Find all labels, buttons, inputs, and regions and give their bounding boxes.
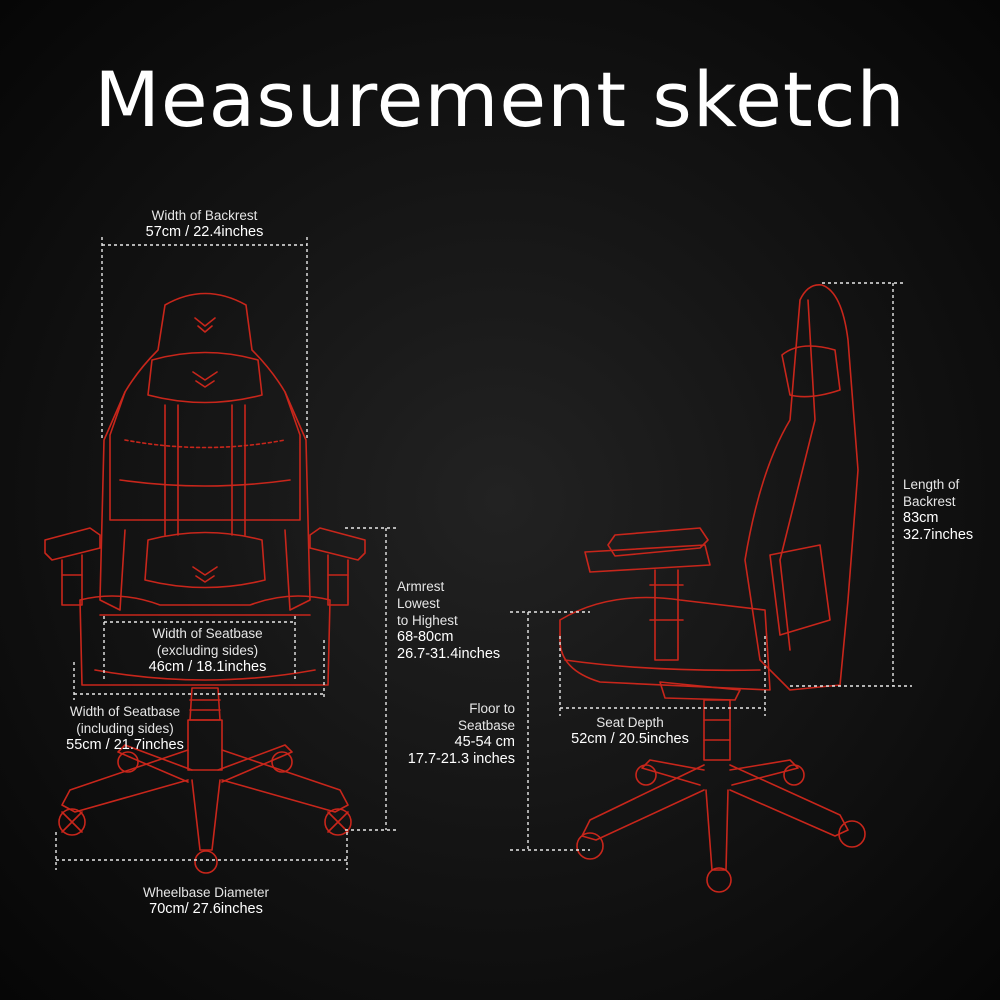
seatbase-incl-title: Width of Seatbase: [69, 704, 181, 719]
armrest-title-2: Lowest: [397, 596, 440, 611]
armrest-value-1: 68-80cm: [397, 629, 454, 645]
armrest-title-3: to Highest: [397, 613, 458, 628]
dimension-lines: [55, 237, 912, 870]
backrest-length-value-1: 83cm: [903, 510, 939, 526]
floor-seat-label: Floor to Seatbase 45-54 cm 17.7-21.3 inc…: [380, 700, 515, 768]
backrest-width-value: 57cm / 22.4inches: [145, 224, 264, 240]
floor-seat-value-2: 17.7-21.3 inches: [407, 751, 515, 767]
floor-seat-value-1: 45-54 cm: [454, 734, 515, 750]
backrest-length-title-1: Length of: [903, 477, 960, 492]
backrest-width-label: Width of Backrest 57cm / 22.4inches: [102, 207, 307, 241]
seatbase-incl-label: Width of Seatbase (including sides) 55cm…: [30, 703, 220, 754]
chair-side-view: [559, 283, 866, 893]
backrest-width-title: Width of Backrest: [151, 208, 258, 223]
backrest-length-value-2: 32.7inches: [903, 527, 974, 543]
page-title: Measurement sketch: [94, 55, 906, 144]
seat-depth-label: Seat Depth 52cm / 20.5inches: [550, 714, 710, 748]
wheelbase-label: Wheelbase Diameter 70cm/ 27.6inches: [106, 884, 306, 918]
seat-depth-value: 52cm / 20.5inches: [571, 731, 689, 747]
backrest-length-title-2: Backrest: [903, 494, 956, 509]
armrest-title-1: Armrest: [397, 579, 445, 594]
seat-depth-title: Seat Depth: [596, 715, 664, 730]
seatbase-excl-subtitle: (excluding sides): [156, 643, 259, 658]
backrest-length-label: Length of Backrest 83cm 32.7inches: [903, 476, 998, 544]
seatbase-excl-value: 46cm / 18.1inches: [148, 659, 267, 675]
seatbase-incl-value: 55cm / 21.7inches: [66, 737, 184, 753]
wheelbase-value: 70cm/ 27.6inches: [149, 901, 263, 917]
armrest-label: Armrest Lowest to Highest 68-80cm 26.7-3…: [397, 578, 537, 663]
seatbase-incl-subtitle: (including sides): [76, 721, 174, 736]
floor-seat-title-2: Seatbase: [457, 718, 515, 733]
chair-front-view: [44, 292, 366, 874]
armrest-value-2: 26.7-31.4inches: [397, 646, 501, 662]
seatbase-excl-title: Width of Seatbase: [152, 626, 263, 641]
floor-seat-title-1: Floor to: [469, 701, 515, 716]
wheelbase-title: Wheelbase Diameter: [142, 885, 270, 900]
seatbase-excl-label: Width of Seatbase (excluding sides) 46cm…: [100, 625, 315, 676]
